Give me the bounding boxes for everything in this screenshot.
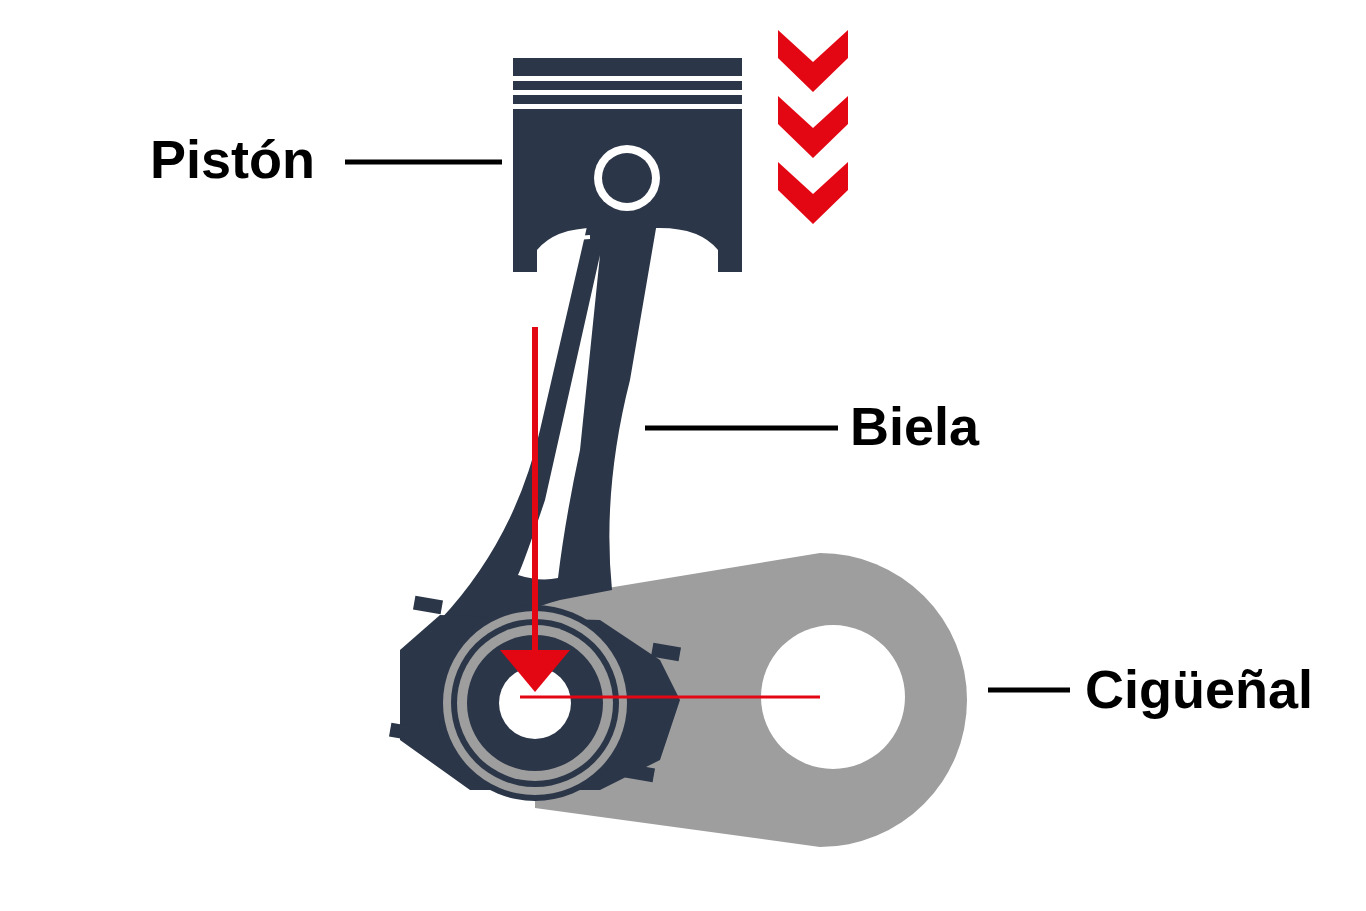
part-label: Cigüeñal (1085, 660, 1313, 719)
piston (513, 58, 742, 272)
leader-lines (345, 162, 1070, 690)
part-label: Biela (850, 397, 979, 456)
motion-chevrons (778, 30, 848, 224)
part-label: Pistón (150, 130, 315, 189)
force-arrow (500, 327, 820, 697)
connecting-rod (440, 205, 660, 640)
